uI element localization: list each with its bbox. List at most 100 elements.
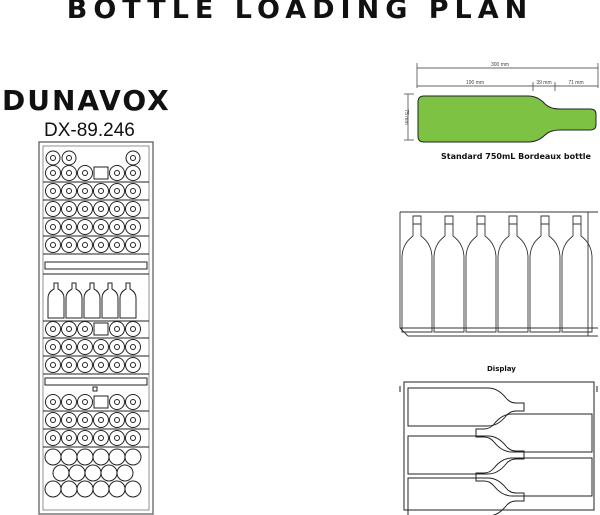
bottle-end-punt: [50, 417, 56, 423]
bottle-end: [61, 219, 77, 235]
bottle-end: [109, 394, 125, 410]
bottle-end: [125, 183, 141, 199]
stacked-bottle: [124, 448, 142, 466]
stacked-bottle: [44, 480, 62, 498]
drawer-front: [44, 261, 148, 270]
bottle-end: [77, 165, 93, 181]
bottle-end-punt: [114, 399, 120, 405]
bottle-end-punt: [82, 362, 88, 368]
display-caption: Display: [487, 365, 516, 373]
display-label-slot: [93, 166, 109, 180]
stacked-bottle: [108, 448, 126, 466]
bottle-end: [125, 201, 141, 217]
cabinet-loading-diagram: [38, 141, 154, 515]
bottle-end-punt: [66, 344, 72, 350]
dim-diameter: 75 mm: [403, 109, 409, 124]
bottle-end: [93, 430, 109, 446]
bottle-end-punt: [130, 344, 136, 350]
zone-control: [92, 386, 98, 392]
bottle-end: [45, 150, 61, 166]
bottle-end-punt: [98, 344, 104, 350]
bottle-end-punt: [130, 170, 136, 176]
stacked-bottle: [44, 448, 62, 466]
bottle-end: [109, 339, 125, 355]
bottle-end-punt: [114, 417, 120, 423]
bottle-end-punt: [66, 206, 72, 212]
upright-bottle: [529, 215, 561, 333]
bottle-end: [61, 237, 77, 253]
bottle-end: [45, 165, 61, 181]
bottle-end: [109, 237, 125, 253]
stacked-bottle: [108, 480, 126, 498]
bottle-end-punt: [66, 399, 72, 405]
bottle-end: [109, 201, 125, 217]
bottle-end: [61, 201, 77, 217]
bottle-end: [77, 339, 93, 355]
bottle-end-punt: [82, 326, 88, 332]
bottle-end-punt: [98, 224, 104, 230]
lying-bottle: [407, 477, 525, 515]
bottle-end-punt: [130, 326, 136, 332]
bottle-end-punt: [98, 417, 104, 423]
bottle-end: [109, 357, 125, 373]
bottle-end: [125, 394, 141, 410]
bottle-end-punt: [130, 155, 136, 161]
upright-bottle: [433, 215, 465, 333]
dim-body-length: 190 mm: [466, 80, 484, 86]
display-label-slot: [93, 322, 109, 336]
model-number: DX-89.246: [44, 120, 135, 141]
bottle-end: [125, 165, 141, 181]
bottle-end: [45, 412, 61, 428]
bottle-end: [93, 412, 109, 428]
bottle-end: [45, 201, 61, 217]
stacked-bottle: [92, 480, 110, 498]
standing-bottle: [65, 282, 83, 319]
lying-bottle: [407, 387, 525, 427]
bottle-end-punt: [82, 170, 88, 176]
bottle-end: [125, 412, 141, 428]
stacked-bottle: [68, 464, 86, 482]
bottle-end: [61, 430, 77, 446]
bottle-end: [77, 219, 93, 235]
bottle-end: [125, 339, 141, 355]
bottle-end-punt: [82, 206, 88, 212]
bottle-end-punt: [50, 155, 56, 161]
bottle-end: [93, 339, 109, 355]
bottle-end-punt: [82, 188, 88, 194]
stacked-bottle: [100, 464, 118, 482]
bottle-end-punt: [130, 362, 136, 368]
bottle-end: [125, 237, 141, 253]
bottle-dimension-diagram: 300 mm 190 mm 39 mm 71 mm 75 mm: [403, 62, 599, 143]
bottle-end-punt: [66, 155, 72, 161]
bottle-end: [61, 412, 77, 428]
bottle-end-punt: [82, 435, 88, 441]
bottle-end-punt: [50, 242, 56, 248]
bottle-end-punt: [98, 435, 104, 441]
bottle-end-punt: [50, 435, 56, 441]
bottle-end-punt: [50, 188, 56, 194]
brand-logo: DUNAVOX: [2, 84, 171, 117]
bottle-end-punt: [50, 170, 56, 176]
bottle-end-punt: [114, 362, 120, 368]
bottle-end-punt: [66, 326, 72, 332]
bottle-end-punt: [130, 399, 136, 405]
bottle-end: [109, 430, 125, 446]
bottle-end-punt: [130, 188, 136, 194]
upright-bottle: [561, 215, 593, 333]
bottle-shape: [417, 95, 597, 143]
bottle-end: [45, 430, 61, 446]
bottle-end-punt: [130, 224, 136, 230]
bottle-end-punt: [66, 188, 72, 194]
bottle-end-punt: [98, 188, 104, 194]
bottle-end-punt: [130, 417, 136, 423]
upright-bottle: [401, 215, 433, 333]
standing-bottle: [83, 282, 101, 319]
bottle-end-punt: [98, 242, 104, 248]
bottle-end: [125, 430, 141, 446]
dim-shoulder-length: 39 mm: [536, 80, 551, 86]
upright-bottle: [497, 215, 529, 333]
display-top-view: [399, 381, 598, 515]
bottle-end-punt: [66, 242, 72, 248]
bottle-caption: Standard 750mL Bordeaux bottle: [441, 152, 591, 161]
bottle-end: [125, 321, 141, 337]
